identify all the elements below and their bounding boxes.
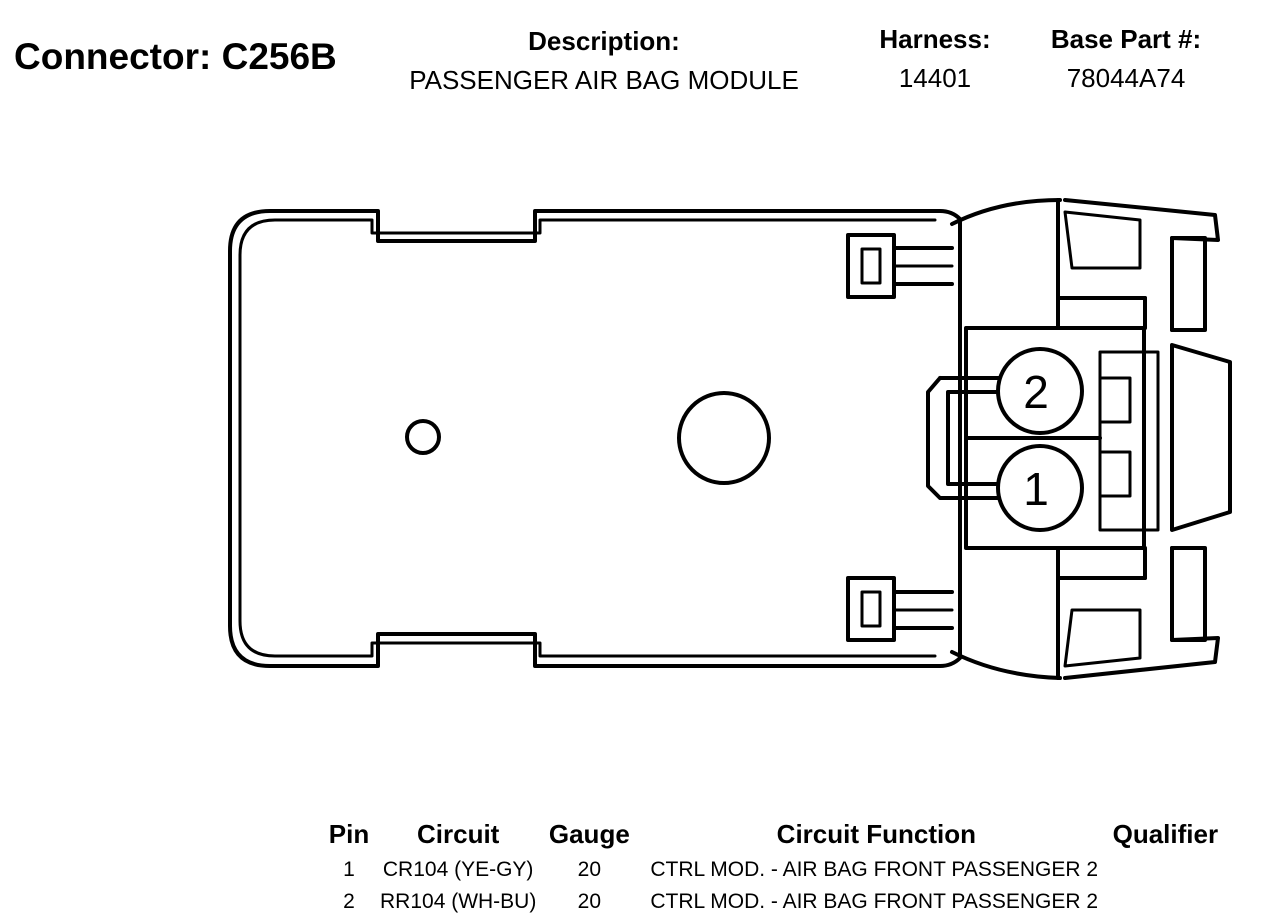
circuit-header: Circuit [417,818,500,849]
top-latch [846,233,954,299]
base-part-value: 78044A74 [1066,63,1186,93]
connector-body-outer [228,209,962,668]
pin-cell: 1 [343,858,355,881]
circuit-function-header: Circuit Function [776,818,976,849]
lower-right-block [1056,546,1220,680]
pin-cavity-housing [964,326,1160,550]
qualifier-header: Qualifier [1112,818,1219,849]
pin-1-circle [996,444,1084,532]
right-end-cap [1170,343,1232,532]
harness-block: Harness: 14401 [868,24,1002,94]
terminal-tab [926,376,1002,500]
gauge-header: Gauge [548,818,630,849]
circuit-cell: CR104 (YE-GY) [382,858,534,881]
upper-right-block [1056,198,1220,332]
large-hole [677,391,771,485]
circuit-function-cell: CTRL MOD. - AIR BAG FRONT PASSENGER 2 [650,890,1099,913]
small-hole [405,419,441,455]
pin-2-label: 2 [1023,366,1049,418]
circuit-cell: RR104 (WH-BU) [380,890,537,913]
table-row: 2 RR104 (WH-BU) 20 CTRL MOD. - AIR BAG F… [318,886,1220,918]
housing-bottom-curve [950,650,1062,680]
pin-2-circle [996,347,1084,435]
description-value: PASSENGER AIR BAG MODULE [409,65,799,95]
description-block: Description: PASSENGER AIR BAG MODULE [392,26,816,96]
base-part-label: Base Part #: [1050,24,1202,54]
gauge-cell: 20 [577,890,602,913]
qualifier-cell [1110,854,1220,886]
pin-header: Pin [328,818,370,849]
description-label: Description: [528,26,680,56]
housing-top-curve [950,198,1062,226]
pin-table-header-row: Pin Circuit Gauge Circuit Function Quali… [318,814,1220,854]
gauge-cell: 20 [577,858,602,881]
base-part-block: Base Part #: 78044A74 [1040,24,1212,94]
circuit-function-cell: CTRL MOD. - AIR BAG FRONT PASSENGER 2 [650,858,1099,881]
harness-label: Harness: [879,24,991,54]
pin-cell: 2 [343,890,355,913]
pin-1-label: 1 [1023,463,1049,515]
harness-value: 14401 [898,63,972,93]
table-row: 1 CR104 (YE-GY) 20 CTRL MOD. - AIR BAG F… [318,854,1220,886]
pin-table: Pin Circuit Gauge Circuit Function Quali… [318,814,1220,918]
connector-body-inner [238,218,937,658]
qualifier-cell [1110,886,1220,918]
connector-title: Connector: C256B [14,36,337,77]
bottom-latch [846,576,954,642]
